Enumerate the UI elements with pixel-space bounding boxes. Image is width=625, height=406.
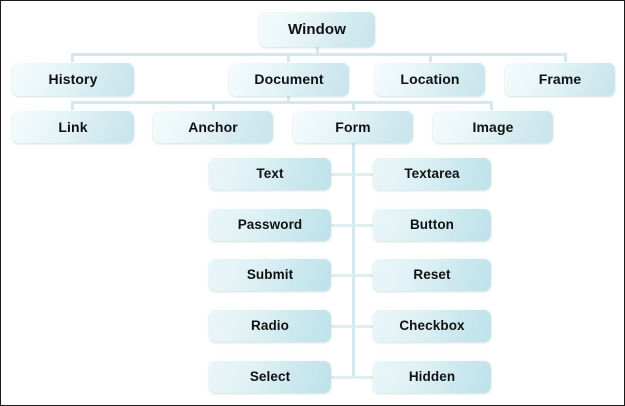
node-password-label: Password [237,216,303,232]
node-select[interactable]: Select [209,360,331,393]
node-window[interactable]: Window [259,11,375,47]
node-location-label: Location [400,71,460,87]
connector-drop-form [352,101,355,112]
node-hidden-label: Hidden [408,368,456,384]
connector-drop-frame [564,53,567,64]
connector-drop-document [287,53,290,64]
node-link-label: Link [58,118,88,135]
node-button-label: Button [409,216,455,232]
node-location[interactable]: Location [375,62,485,96]
node-frame-label: Frame [538,71,582,87]
connector-rung-3-left [331,274,353,277]
connector-rung-3-right [354,274,374,277]
node-button[interactable]: Button [373,208,491,241]
connector-rung-2-right [354,224,374,227]
node-link[interactable]: Link [12,110,134,143]
node-select-label: Select [249,368,291,384]
connector-rung-5-left [331,376,353,379]
connector-drop-anchor [212,101,215,112]
node-frame[interactable]: Frame [505,62,615,96]
connector-bus-level3 [71,101,493,104]
connector-rung-2-left [331,224,353,227]
connector-drop-history [71,53,74,64]
connector-rung-4-right [354,325,374,328]
node-anchor-label: Anchor [188,118,238,135]
node-history-label: History [48,71,98,87]
connector-rung-1-left [331,173,353,176]
connector-drop-location [429,53,432,64]
connector-rung-4-left [331,325,353,328]
node-text[interactable]: Text [209,157,331,190]
node-textarea[interactable]: Textarea [373,157,491,190]
node-window-label: Window [288,20,346,38]
connector-bus-level2 [71,53,567,56]
node-checkbox-label: Checkbox [399,317,465,333]
node-submit-label: Submit [246,266,294,282]
node-document[interactable]: Document [229,62,349,96]
connector-drop-image [490,101,493,112]
node-form[interactable]: Form [293,110,413,143]
node-form-label: Form [335,118,371,135]
node-radio[interactable]: Radio [209,309,331,342]
node-submit[interactable]: Submit [209,258,331,291]
node-image[interactable]: Image [433,110,553,143]
node-radio-label: Radio [250,317,289,333]
connector-document-down [287,94,290,103]
node-image-label: Image [472,118,514,135]
node-textarea-label: Textarea [404,165,460,181]
connector-rung-5-right [354,376,374,379]
node-checkbox[interactable]: Checkbox [373,309,491,342]
node-hidden[interactable]: Hidden [373,360,491,393]
connector-rung-1-right [354,173,374,176]
node-password[interactable]: Password [209,208,331,241]
node-history[interactable]: History [12,62,134,96]
connector-root-down [316,47,319,54]
node-reset[interactable]: Reset [373,258,491,291]
connector-drop-link [71,101,74,112]
connector-form-spine [352,142,355,378]
node-reset-label: Reset [413,266,451,282]
node-text-label: Text [256,165,284,181]
node-document-label: Document [254,71,324,87]
node-anchor[interactable]: Anchor [153,110,273,143]
